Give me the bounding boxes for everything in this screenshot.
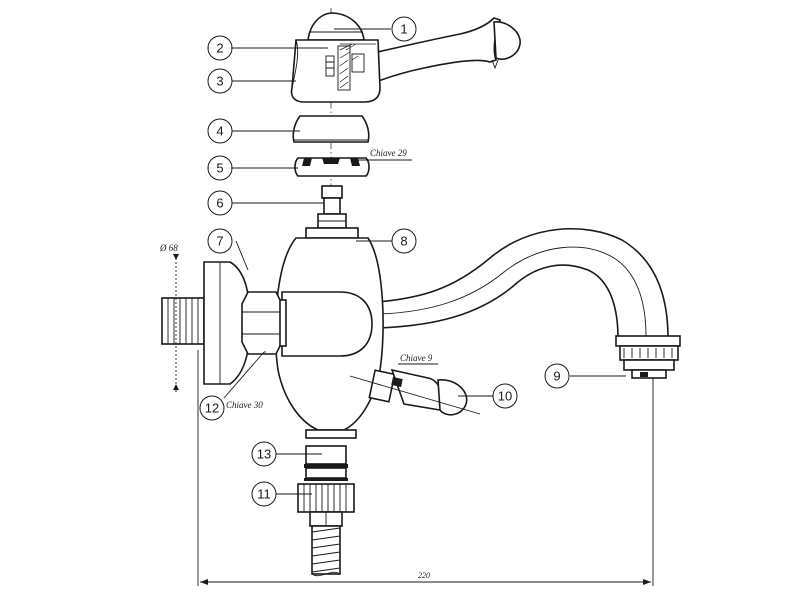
svg-text:1: 1 (400, 22, 407, 37)
svg-text:11: 11 (257, 487, 271, 502)
side-inlet (161, 261, 287, 385)
note-diameter: Ø 68 (159, 243, 178, 253)
svg-text:7: 7 (216, 234, 223, 249)
svg-text:5: 5 (216, 161, 223, 176)
callout-6: 6 (207, 190, 233, 216)
connector-13 (304, 445, 348, 481)
cartridge-stem (317, 185, 347, 229)
handle-body (290, 39, 381, 103)
lock-nut (294, 157, 370, 177)
hose-nut-11 (297, 483, 355, 527)
svg-text:3: 3 (216, 74, 223, 89)
note-chiave-9: Chiave 9 (400, 353, 433, 363)
diverter-knob (349, 368, 481, 416)
svg-text:12: 12 (205, 401, 219, 416)
spout (377, 227, 681, 379)
note-chiave-29: Chiave 29 (370, 148, 407, 158)
callout-5: 5 (207, 155, 233, 181)
note-chiave-30: Chiave 30 (226, 400, 263, 410)
svg-text:10: 10 (498, 389, 512, 404)
inlet-thread (161, 297, 205, 345)
svg-text:13: 13 (257, 447, 271, 462)
spout-tube (377, 227, 669, 339)
section-hatch (339, 43, 376, 89)
svg-text:6: 6 (216, 196, 223, 211)
svg-text:9: 9 (553, 369, 560, 384)
svg-text:4: 4 (216, 124, 223, 139)
hex-nut (241, 291, 283, 355)
callout-8: 8 (391, 228, 417, 254)
leader-lines (223, 28, 626, 495)
lever-knob (493, 21, 521, 60)
braided-hose (311, 525, 341, 577)
dome-cap (307, 12, 365, 41)
svg-text:2: 2 (216, 41, 223, 56)
cover-ring (292, 115, 370, 143)
valve-body (274, 227, 384, 439)
svg-text:8: 8 (400, 234, 407, 249)
body-window (281, 291, 373, 357)
callout-13: 13 (251, 441, 277, 467)
callout-12: 12 (199, 395, 225, 421)
callout-10: 10 (492, 383, 518, 409)
callout-1: 1 (391, 16, 417, 42)
callout-7: 7 (207, 228, 233, 254)
callout-9: 9 (544, 363, 570, 389)
callout-4: 4 (207, 118, 233, 144)
callout-2: 2 (207, 35, 233, 61)
handle-assembly (290, 12, 521, 103)
dimensions (173, 254, 654, 586)
callout-3: 3 (207, 68, 233, 94)
callout-11: 11 (251, 481, 277, 507)
lever-handle (359, 17, 502, 88)
aerator (615, 335, 681, 347)
dimension-overall-length: 220 (418, 571, 430, 580)
